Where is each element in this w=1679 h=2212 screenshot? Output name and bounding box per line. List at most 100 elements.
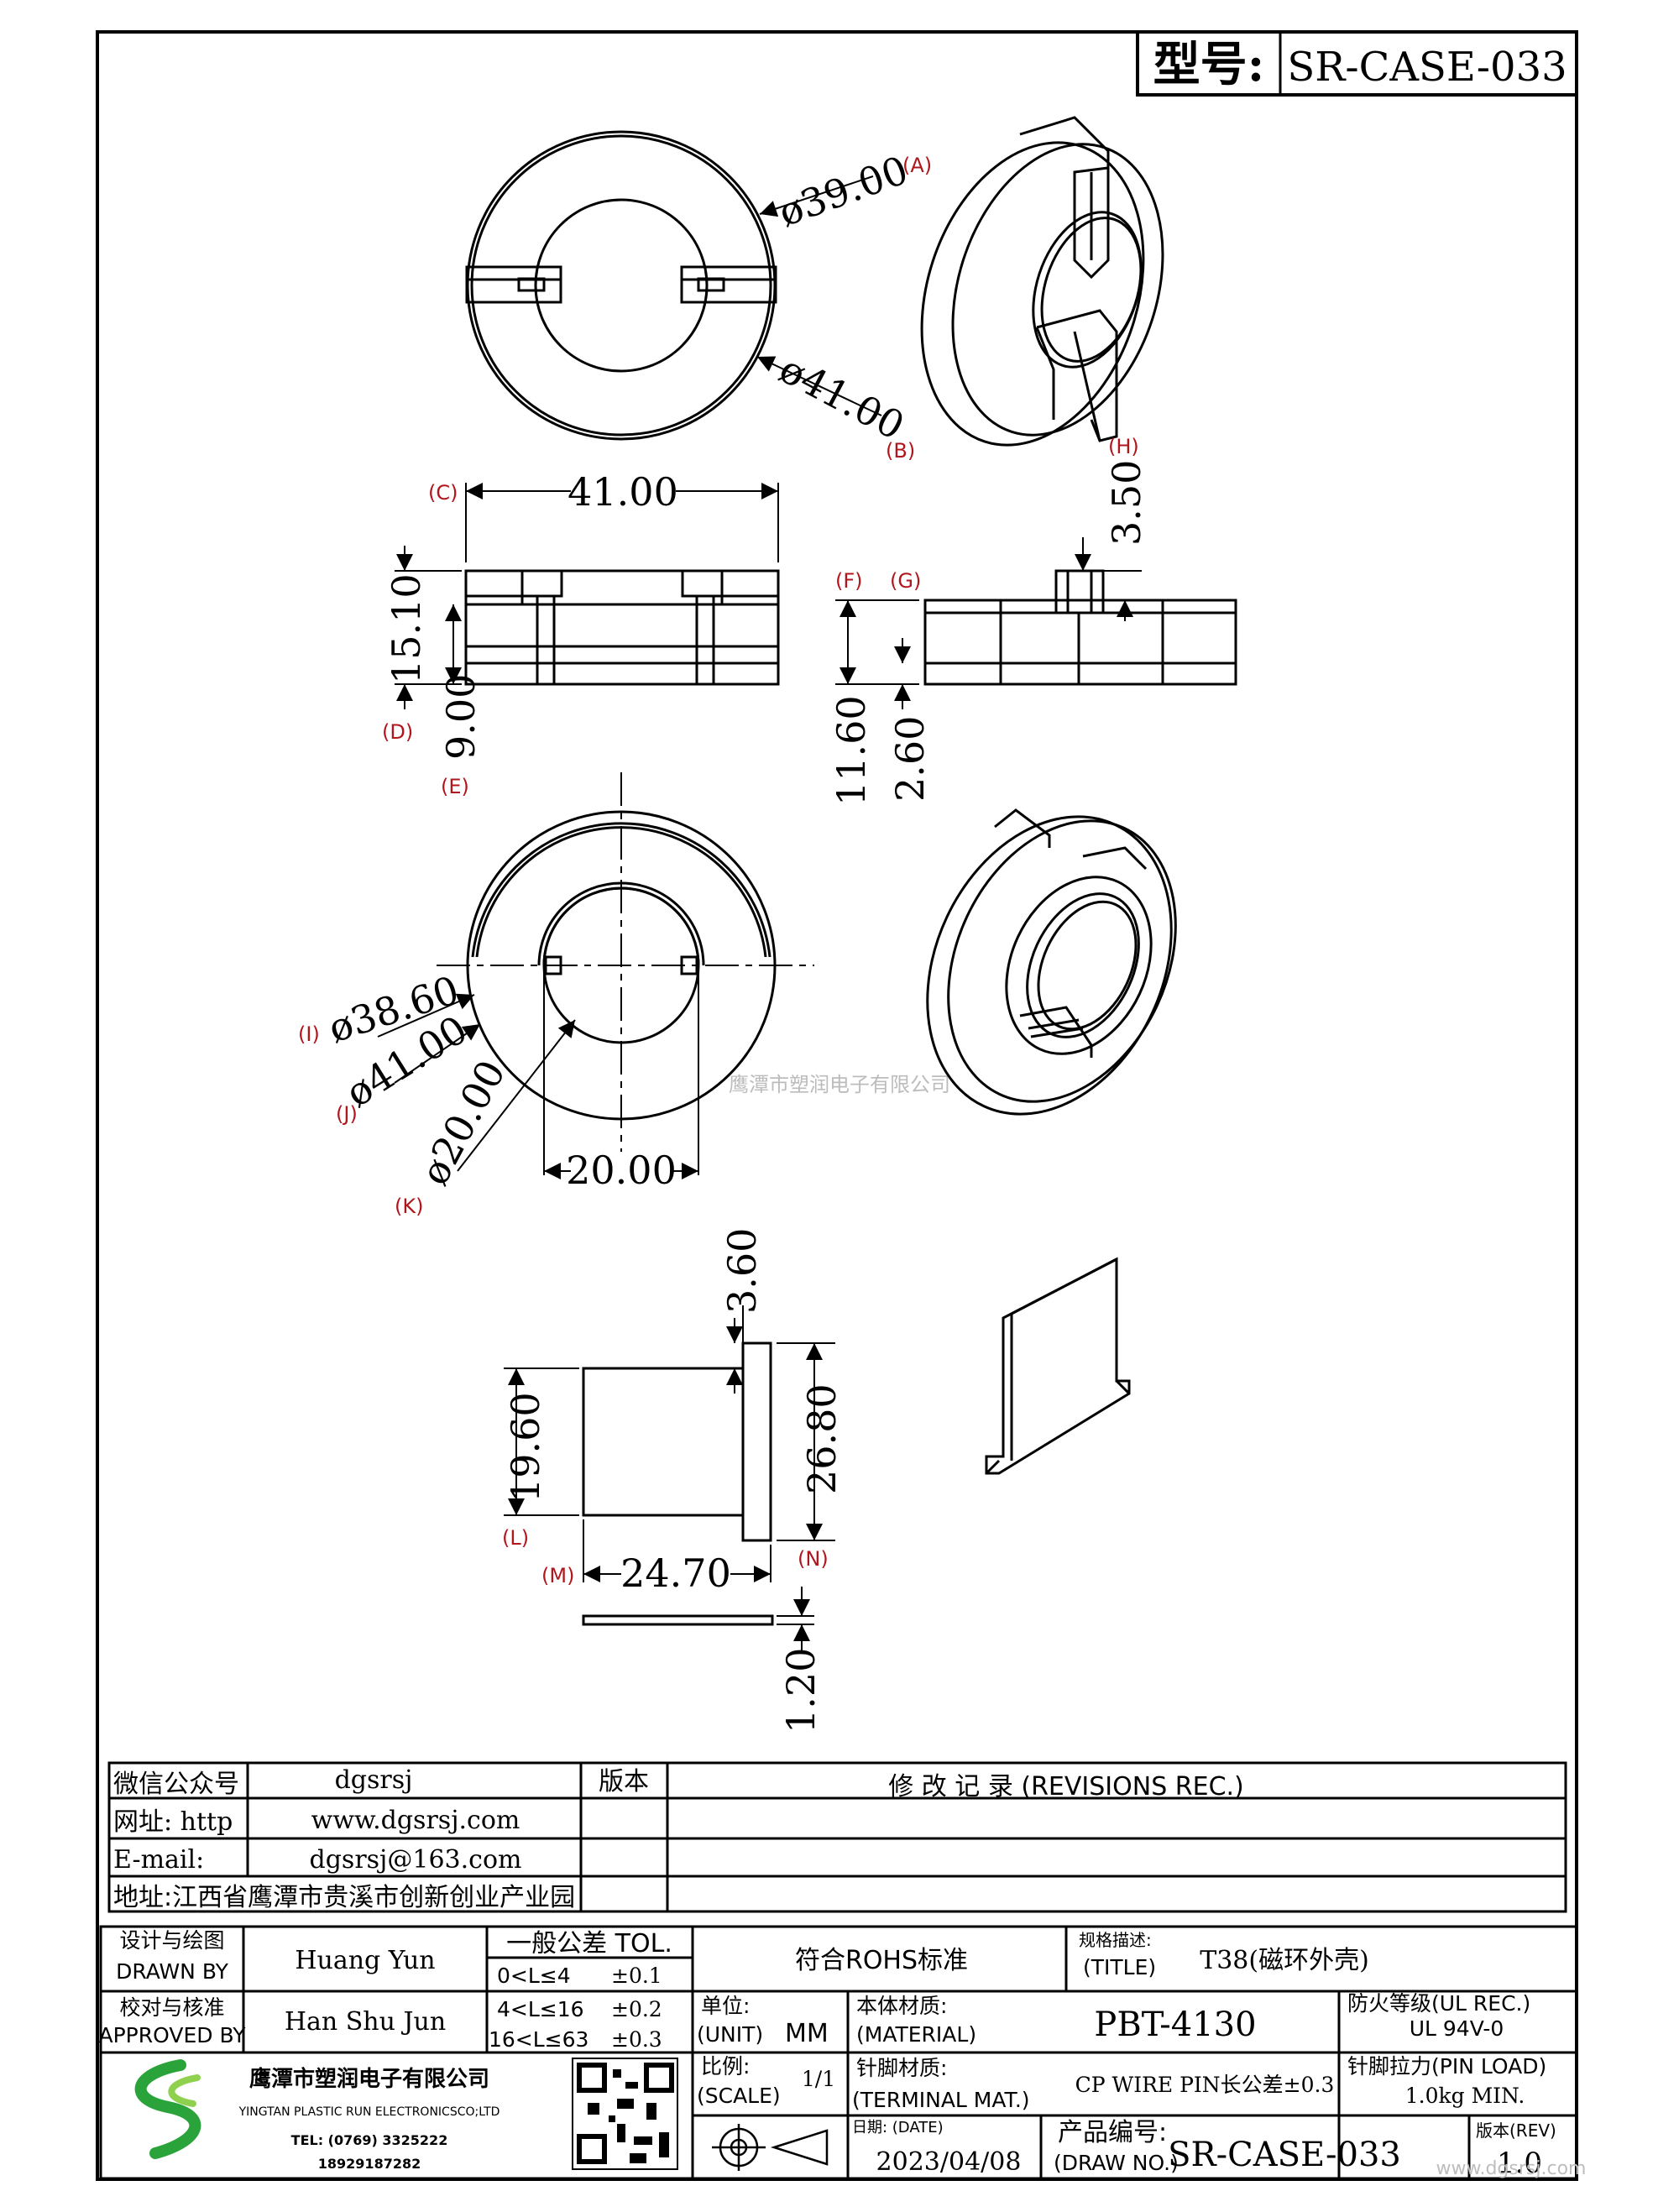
dim-d39-leader xyxy=(759,175,874,217)
tolerance-title: 一般公差 TOL. xyxy=(506,1929,672,1958)
unit-en: (UNIT) xyxy=(697,2022,763,2047)
terminal-label: 针脚材质: xyxy=(856,2056,947,2080)
marker-h: (H) xyxy=(1108,435,1139,458)
material-value: PBT-4130 xyxy=(1094,2005,1256,2044)
tol2-value: ±0.2 xyxy=(611,1997,662,2021)
marker-c: (C) xyxy=(428,481,458,505)
title-en: (TITLE) xyxy=(1083,1955,1156,1979)
drawn-by-cn: 设计与绘图 xyxy=(119,1928,224,1953)
projection-symbol xyxy=(712,2124,829,2171)
marker-a: (A) xyxy=(902,154,932,177)
terminal-en: (TERMINAL MAT.) xyxy=(852,2088,1030,2112)
unit-value: MM xyxy=(785,2019,829,2048)
rohs-statement: 符合ROHS标准 xyxy=(795,1946,968,1975)
web-label: 网址: http xyxy=(113,1807,233,1837)
rev-value: 1.0 xyxy=(1497,2147,1542,2180)
front-elevation xyxy=(464,569,780,686)
marker-m: (M) xyxy=(541,1564,574,1587)
scale-value: 1/1 xyxy=(802,2067,835,2091)
address: 地址:江西省鹰潭市贵溪市创新创业产业园 xyxy=(113,1883,575,1912)
dim-d41-top: ø41.00 xyxy=(772,346,912,449)
top-view-ring xyxy=(465,130,777,441)
title-value: T38(磁环外壳) xyxy=(1200,1946,1369,1975)
marker-n: (N) xyxy=(798,1547,829,1571)
fire-rating-value: UL 94V-0 xyxy=(1410,2016,1504,2041)
dim-w2470: 24.70 xyxy=(620,1550,731,1596)
marker-e: (E) xyxy=(441,775,469,798)
footer-site: www.dgsrsj.com xyxy=(1436,2158,1587,2179)
draw-no-en: (DRAW NO.) xyxy=(1054,2151,1179,2175)
marker-l: (L) xyxy=(502,1526,529,1550)
dim-d39: ø39.00 xyxy=(772,147,913,235)
dim-h1160: 11.60 xyxy=(829,695,874,806)
web-value: www.dgsrsj.com xyxy=(311,1806,520,1835)
dim-h15: 15.10 xyxy=(384,573,429,684)
material-en: (MATERIAL) xyxy=(856,2022,976,2047)
tol1-range: 0<L≤4 xyxy=(497,1964,571,1988)
dim-h360: 3.60 xyxy=(719,1228,765,1314)
approved-by-cn: 校对与核准 xyxy=(119,1995,224,2020)
info-table xyxy=(107,1761,1567,1913)
terminal-value: CP WIRE PIN长公差±0.3 xyxy=(1075,2073,1335,2097)
watermark: 鹰潭市塑润电子有限公司 xyxy=(729,1073,950,1096)
tol3-range: 16<L≤63 xyxy=(489,2027,588,2052)
dim-h9: 9.00 xyxy=(438,674,484,760)
pin-iso-view xyxy=(985,1257,1131,1475)
dim-h350: 3.50 xyxy=(1104,460,1149,546)
iso-view-bottom xyxy=(926,808,1177,1116)
email-label: E-mail: xyxy=(113,1845,204,1875)
pin-load-value: 1.0kg MIN. xyxy=(1405,2084,1525,2108)
tol3-value: ±0.3 xyxy=(611,2027,662,2052)
date-value: 2023/04/08 xyxy=(876,2147,1022,2177)
iso-view-top xyxy=(920,116,1164,447)
email-value: dgsrsj@163.com xyxy=(310,1845,522,1875)
dim-t120: 1.20 xyxy=(778,1648,824,1734)
rev-label: 版本(REV) xyxy=(1476,2120,1556,2141)
marker-f: (F) xyxy=(835,569,863,593)
marker-k: (K) xyxy=(395,1195,423,1218)
marker-i: (I) xyxy=(298,1022,320,1046)
scale-label: 比例: xyxy=(701,2054,750,2079)
dim-w20: 20.00 xyxy=(566,1148,677,1193)
dim-h1960: 19.60 xyxy=(503,1392,548,1503)
model-header: 型号: SR-CASE-033 xyxy=(1136,30,1578,97)
marker-b: (B) xyxy=(886,439,915,463)
wechat-value: dgsrsj xyxy=(335,1765,413,1795)
company-logo xyxy=(134,2059,201,2159)
date-label: 日期: (DATE) xyxy=(852,2119,944,2136)
side-elevation xyxy=(923,569,1237,686)
unit-label: 单位: xyxy=(701,1994,750,2018)
marker-j: (J) xyxy=(336,1102,358,1126)
title-block-grid xyxy=(99,1925,1578,2180)
fire-rating-label: 防火等级(UL REC.) xyxy=(1347,1991,1530,2016)
qr-code xyxy=(572,2058,678,2170)
marker-d: (D) xyxy=(382,720,413,744)
approved-by-name: Han Shu Jun xyxy=(285,2007,446,2037)
marker-g: (G) xyxy=(890,569,921,593)
company-name-cn: 鹰潭市塑润电子有限公司 xyxy=(249,2066,489,2092)
company-name-en: YINGTAN PLASTIC RUN ELECTRONICSCO;LTD xyxy=(238,2105,500,2119)
draw-no-label: 产品编号: xyxy=(1058,2118,1167,2147)
material-label: 本体材质: xyxy=(856,1994,947,2018)
draw-no-value: SR-CASE-033 xyxy=(1168,2136,1401,2174)
spec-label: 规格描述: xyxy=(1079,1930,1152,1950)
dim-d41-leader xyxy=(756,356,882,416)
pin-load-label: 针脚拉力(PIN LOAD) xyxy=(1347,2054,1546,2079)
tol1-value: ±0.1 xyxy=(611,1964,662,1988)
dim-h260: 2.60 xyxy=(887,716,933,802)
scale-en: (SCALE) xyxy=(697,2084,781,2108)
drawn-by-en: DRAWN BY xyxy=(116,1959,228,1984)
version-label: 版本 xyxy=(599,1767,649,1796)
company-mobile: 18929187282 xyxy=(318,2156,421,2172)
drawn-by-name: Huang Yun xyxy=(295,1946,435,1975)
tol2-range: 4<L≤16 xyxy=(497,1997,584,2021)
dim-h2680: 26.80 xyxy=(799,1383,845,1494)
model-value: SR-CASE-033 xyxy=(1287,44,1567,91)
company-tel: TEL: (0769) 3325222 xyxy=(291,2132,448,2148)
revisions-title: 修 改 记 录 (REVISIONS REC.) xyxy=(888,1772,1244,1801)
wechat-label: 微信公众号 xyxy=(113,1770,239,1799)
model-label: 型号: xyxy=(1153,37,1265,92)
approved-by-en: APPROVED BY xyxy=(98,2023,246,2047)
dim-w41: 41.00 xyxy=(568,469,678,515)
